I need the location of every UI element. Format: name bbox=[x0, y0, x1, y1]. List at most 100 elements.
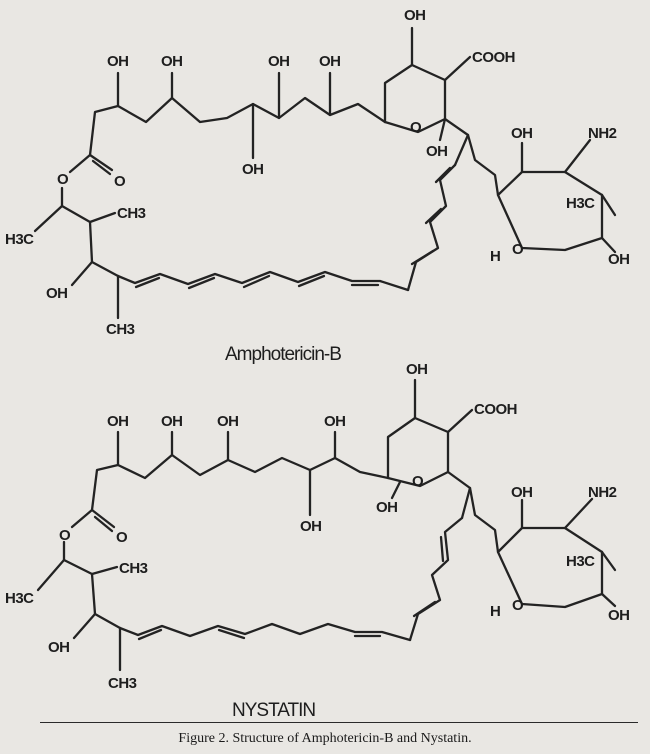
sugar-link-bond bbox=[460, 486, 472, 520]
methyl-bond bbox=[88, 211, 117, 224]
sugar-nh2-stem-bond bbox=[563, 497, 594, 530]
carboxyl-label: COOH bbox=[474, 401, 517, 418]
methyl-bond bbox=[33, 204, 64, 233]
amine-label: NH2 bbox=[588, 484, 617, 501]
amphotericin-b-structure: OH COOH OH OH OH OH OH O OH OH NH2 O O C… bbox=[5, 7, 630, 365]
carbonyl-oxygen-label: O bbox=[116, 529, 128, 546]
carbonyl-double-bond bbox=[93, 515, 114, 533]
methyl-label: CH3 bbox=[119, 560, 148, 577]
sugar-ring-bond bbox=[496, 170, 604, 252]
polyene-bottom-bond bbox=[118, 622, 412, 642]
methyl-label: CH3 bbox=[117, 205, 146, 222]
hydroxyl-label: OH bbox=[48, 639, 70, 656]
polyene-double-bond bbox=[297, 274, 326, 288]
hydroxyl-label: OH bbox=[511, 125, 533, 142]
sugar-oh-low-stem-bond bbox=[600, 236, 617, 254]
ester-bond bbox=[70, 508, 94, 529]
ring-oxygen-label: O bbox=[410, 119, 422, 136]
ring-oh-low-stem-bond bbox=[438, 117, 447, 142]
polyene-double-bond bbox=[137, 628, 163, 641]
hydroxyl-label: OH bbox=[161, 53, 183, 70]
oh-stem-bond bbox=[70, 260, 94, 287]
carbonyl-bond bbox=[90, 508, 116, 529]
right-chain-bond bbox=[446, 470, 500, 554]
methyl-label: CH3 bbox=[106, 321, 135, 338]
sugar-nh2-stem-bond bbox=[563, 138, 592, 174]
polyene-right-bond bbox=[408, 516, 464, 642]
hydroxyl-label: OH bbox=[608, 607, 630, 624]
methyl-label: H3C bbox=[5, 590, 34, 607]
upper-chain-bond bbox=[88, 96, 387, 157]
polyene-double-bond bbox=[217, 628, 246, 640]
hydroxyl-label: OH bbox=[376, 499, 398, 516]
hydroxyl-label: OH bbox=[511, 484, 533, 501]
polyene-double-bond bbox=[434, 166, 452, 184]
methyl-bond bbox=[90, 565, 119, 576]
methyl-label: H3C bbox=[566, 195, 595, 212]
carboxyl-stem-bond bbox=[446, 408, 474, 434]
amphotericin-b-bonds bbox=[33, 26, 617, 320]
sugar-methyl-bond bbox=[600, 193, 617, 217]
methyl-label: H3C bbox=[5, 231, 34, 248]
methyl-label: H3C bbox=[566, 553, 595, 570]
ester-bond bbox=[68, 153, 92, 174]
ring-oxygen-label: O bbox=[412, 473, 424, 490]
sugar-oh-low-stem-bond bbox=[600, 592, 617, 608]
upper-chain-bond bbox=[90, 453, 390, 512]
polyene-bottom-bond bbox=[116, 270, 410, 292]
carbonyl-double-bond bbox=[91, 159, 112, 176]
sugar-ring-bond bbox=[496, 526, 604, 609]
hydroxyl-label: OH bbox=[161, 413, 183, 430]
carbonyl-oxygen-label: O bbox=[114, 173, 126, 190]
ester-oxygen-label: O bbox=[59, 527, 71, 544]
polyene-double-bond bbox=[424, 207, 443, 225]
polyene-double-bond bbox=[187, 276, 216, 290]
carboxyl-label: COOH bbox=[472, 49, 515, 66]
hydroxyl-label: OH bbox=[217, 413, 239, 430]
left-chain-bond bbox=[60, 204, 120, 278]
ring-oh-low-stem-bond bbox=[390, 480, 402, 500]
sugar-oxygen-label: O bbox=[512, 597, 524, 614]
polyene-right-bond bbox=[406, 163, 457, 292]
nystatin-structure: OH COOH OH OH OH OH OH O OH OH NH2 O O C… bbox=[5, 361, 630, 720]
hydrogen-label: H bbox=[490, 248, 500, 265]
hydroxyl-label: OH bbox=[107, 53, 129, 70]
caption-divider bbox=[40, 722, 638, 723]
oh-stem-bond bbox=[72, 612, 97, 640]
polyene-double-bond bbox=[439, 535, 445, 563]
hydroxyl-label: OH bbox=[107, 413, 129, 430]
figure-caption: Figure 2. Structure of Amphotericin-B an… bbox=[178, 731, 472, 746]
polyene-double-bond bbox=[412, 600, 437, 618]
hydroxyl-label: OH bbox=[300, 518, 322, 535]
methyl-label: CH3 bbox=[108, 675, 137, 692]
amphotericin-b-atom-labels: OH COOH OH OH OH OH OH O OH OH NH2 O O C… bbox=[5, 7, 630, 338]
hydroxyl-label: OH bbox=[319, 53, 341, 70]
polyene-double-bond bbox=[134, 276, 161, 289]
hydroxyl-label: OH bbox=[404, 7, 426, 24]
molecule-name: NYSTATIN bbox=[232, 700, 315, 720]
molecule-name: Amphotericin-B bbox=[225, 344, 341, 365]
hydroxyl-label: OH bbox=[406, 361, 428, 378]
hydroxyl-label: OH bbox=[324, 413, 346, 430]
amine-label: NH2 bbox=[588, 125, 617, 142]
hydroxyl-label: OH bbox=[46, 285, 68, 302]
methyl-bond bbox=[36, 558, 66, 592]
hydroxyl-label: OH bbox=[268, 53, 290, 70]
nystatin-bonds bbox=[36, 378, 617, 672]
hydrogen-label: H bbox=[490, 603, 500, 620]
chemical-structures-diagram: OH COOH OH OH OH OH OH O OH OH NH2 O O C… bbox=[5, 7, 630, 720]
carbonyl-bond bbox=[88, 153, 114, 172]
sugar-link-bond bbox=[453, 133, 470, 167]
left-chain-bond bbox=[62, 558, 122, 630]
polyene-double-bond bbox=[410, 249, 435, 266]
ester-oxygen-label: O bbox=[57, 171, 69, 188]
hydroxyl-label: OH bbox=[426, 143, 448, 160]
right-chain-bond bbox=[443, 117, 500, 197]
nystatin-atom-labels: OH COOH OH OH OH OH OH O OH OH NH2 O O C… bbox=[5, 361, 630, 692]
sugar-methyl-bond bbox=[600, 550, 617, 572]
sugar-oxygen-label: O bbox=[512, 241, 524, 258]
carboxyl-stem-bond bbox=[443, 55, 472, 82]
hydroxyl-label: OH bbox=[608, 251, 630, 268]
polyene-double-bond bbox=[242, 274, 271, 289]
